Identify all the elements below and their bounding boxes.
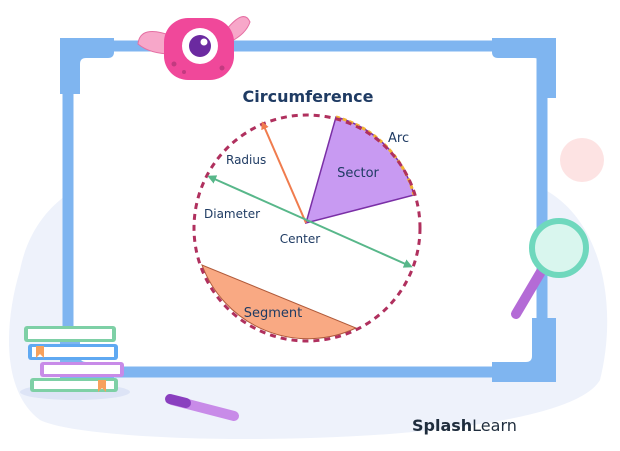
center-label: Center bbox=[280, 232, 320, 246]
frame-corner-top-left bbox=[60, 38, 114, 94]
magnifying-glass-icon bbox=[511, 218, 589, 319]
brand-logo-part1: Splash bbox=[412, 416, 472, 435]
frame-corner-bottom-right bbox=[492, 318, 556, 382]
circumference-circle bbox=[192, 113, 422, 343]
brand-logo: SplashLearn bbox=[412, 416, 517, 435]
diagram-title: Circumference bbox=[243, 87, 374, 106]
arc-label: Arc bbox=[388, 131, 409, 146]
mascot-illustration bbox=[137, 16, 251, 80]
frame-corner-top-right bbox=[492, 38, 556, 98]
brand-logo-part2: Learn bbox=[472, 416, 517, 435]
books-stack-illustration bbox=[20, 326, 130, 400]
sector-label: Sector bbox=[337, 166, 379, 181]
segment-region bbox=[201, 264, 358, 340]
marker-pen-illustration bbox=[165, 394, 239, 421]
radius-label: Radius bbox=[226, 153, 266, 167]
diameter-label: Diameter bbox=[204, 207, 260, 221]
segment-label: Segment bbox=[244, 306, 303, 321]
decorative-circle bbox=[560, 138, 604, 182]
diameter-line bbox=[207, 175, 413, 268]
